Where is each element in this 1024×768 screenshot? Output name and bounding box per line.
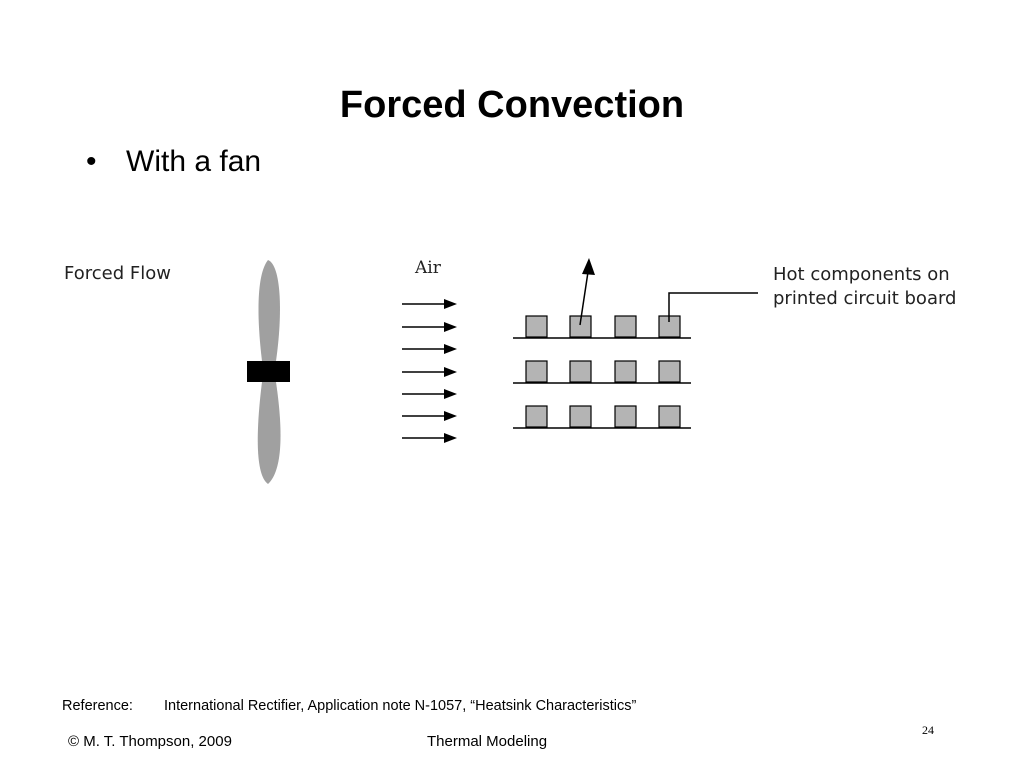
fan-icon [247, 260, 290, 484]
air-label: Air [415, 258, 441, 278]
air-arrow [402, 367, 457, 377]
reference-text: International Rectifier, Application not… [164, 698, 637, 714]
component-chip [569, 405, 592, 428]
air-arrow [402, 411, 457, 421]
hot-components [525, 315, 681, 428]
circuit-boards [513, 337, 691, 429]
bullet-item: • With a fan [86, 145, 261, 179]
fan-blade-bottom [257, 382, 281, 484]
component-chip [658, 360, 681, 383]
component-chip [614, 360, 637, 383]
components-label: Hot components on printed circuit board [773, 263, 956, 311]
component-chip [569, 315, 592, 338]
components-label-line1: Hot components on [773, 264, 950, 285]
air-arrow [402, 344, 457, 354]
air-arrow [402, 389, 457, 399]
page-number: 24 [922, 723, 934, 737]
components-label-line2: printed circuit board [773, 288, 957, 309]
air-arrows [402, 299, 457, 443]
component-chip [525, 315, 548, 338]
air-arrow [402, 299, 457, 309]
air-arrow [402, 322, 457, 332]
slide-title: Forced Convection [339, 84, 685, 126]
components-leader-line [668, 292, 758, 322]
footer-course: Thermal Modeling [427, 733, 548, 750]
air-arrow [402, 433, 457, 443]
component-chip [525, 405, 548, 428]
footer-copyright: © M. T. Thompson, 2009 [68, 733, 232, 750]
bullet-symbol: • [86, 145, 97, 178]
component-chip [614, 405, 637, 428]
component-chip [614, 315, 637, 338]
component-chip [658, 405, 681, 428]
fan-hub [247, 361, 290, 382]
reference-note: Reference: International Rectifier, Appli… [62, 698, 636, 714]
fan-blade-top [258, 260, 280, 361]
component-chip [525, 360, 548, 383]
bullet-text: With a fan [126, 145, 262, 178]
reference-key: Reference: [62, 698, 133, 714]
forced-flow-label: Forced Flow [64, 263, 171, 284]
heat-arrow [579, 258, 595, 326]
component-chip [569, 360, 592, 383]
